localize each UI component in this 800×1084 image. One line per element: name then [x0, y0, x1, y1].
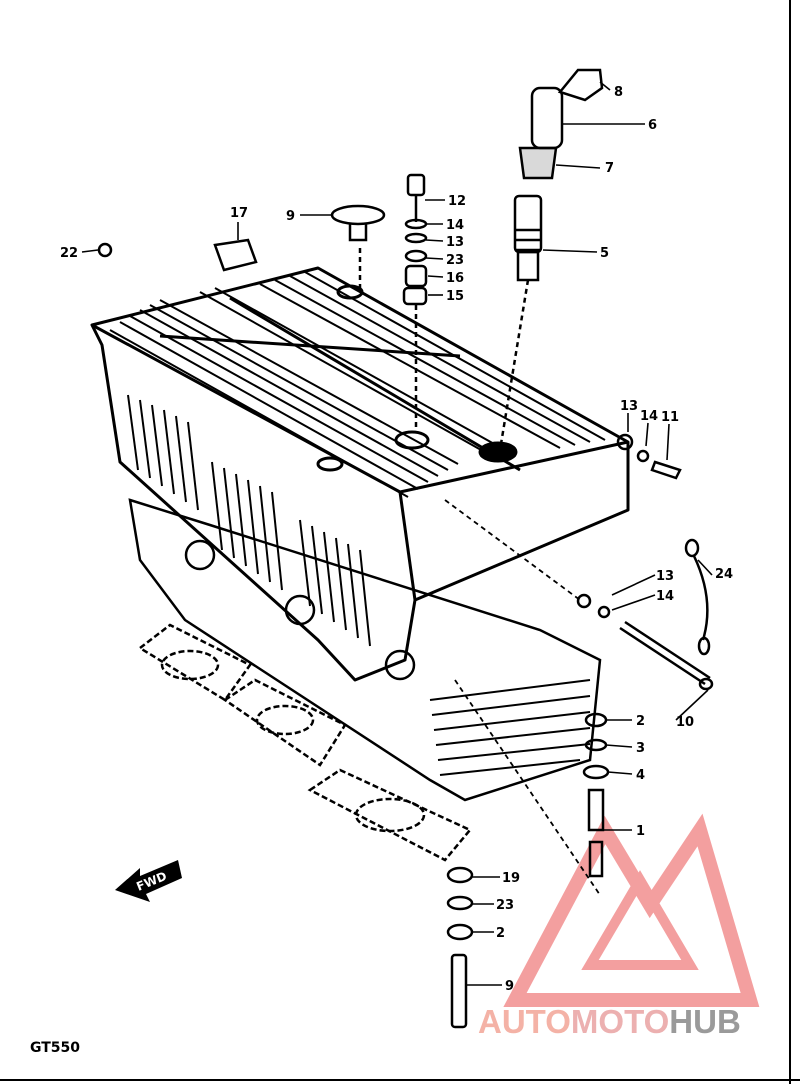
callout-14-mid: 14 [656, 589, 674, 604]
callout-15: 15 [446, 289, 464, 304]
callout-19: 19 [502, 871, 520, 886]
cylinder-head [90, 266, 630, 682]
callout-3: 3 [636, 741, 645, 756]
callout-23-top: 23 [446, 253, 464, 268]
assembly-dashes [444, 499, 601, 896]
callout-8: 8 [614, 85, 623, 100]
callout-11: 11 [661, 410, 679, 425]
callout-13-mid: 13 [656, 569, 674, 584]
long-bolt-and-wire [576, 538, 714, 691]
head-gaskets [137, 623, 473, 862]
callout-10: 10 [676, 715, 694, 730]
callout-12: 12 [448, 194, 466, 209]
callout-13-side: 13 [620, 399, 638, 414]
callout-9-top: 9 [286, 209, 295, 224]
watermark-logo [503, 813, 760, 1007]
callout-9-bottom: 9 [505, 979, 514, 994]
model-code: GT550 [30, 1040, 81, 1056]
callout-5: 5 [600, 246, 609, 261]
watermark-text: AUTOMOTOHUB [478, 1003, 741, 1041]
callout-24: 24 [715, 567, 733, 582]
fwd-arrow-icon: FWD [115, 860, 182, 902]
spark-plug-assembly [498, 68, 604, 451]
callout-14-side: 14 [640, 409, 658, 424]
callout-6: 6 [648, 118, 657, 133]
callout-leaders [81, 81, 713, 986]
cap-and-rubber [97, 204, 386, 292]
callout-17: 17 [230, 206, 248, 221]
bolt-and-washers-top [402, 173, 428, 432]
callout-1: 1 [636, 824, 645, 839]
callout-2-right: 2 [636, 714, 645, 729]
callout-2-bottom: 2 [496, 926, 505, 941]
callout-16: 16 [446, 271, 464, 286]
callout-22: 22 [60, 246, 78, 261]
stud-stack-left [446, 866, 474, 1029]
callout-14-top: 14 [446, 218, 464, 233]
watermark-moto: MOTO [570, 1003, 670, 1040]
callout-7: 7 [605, 161, 614, 176]
watermark-hub: HUB [669, 1003, 741, 1040]
callout-numbers: 8 6 7 5 12 14 13 23 16 15 9 17 22 13 14 … [60, 85, 733, 994]
callout-4: 4 [636, 768, 645, 783]
callout-23-bottom: 23 [496, 898, 514, 913]
side-bolt [616, 433, 682, 480]
cylinder-block [128, 498, 602, 802]
callout-13-top: 13 [446, 235, 464, 250]
watermark-auto: AUTO [478, 1003, 571, 1040]
